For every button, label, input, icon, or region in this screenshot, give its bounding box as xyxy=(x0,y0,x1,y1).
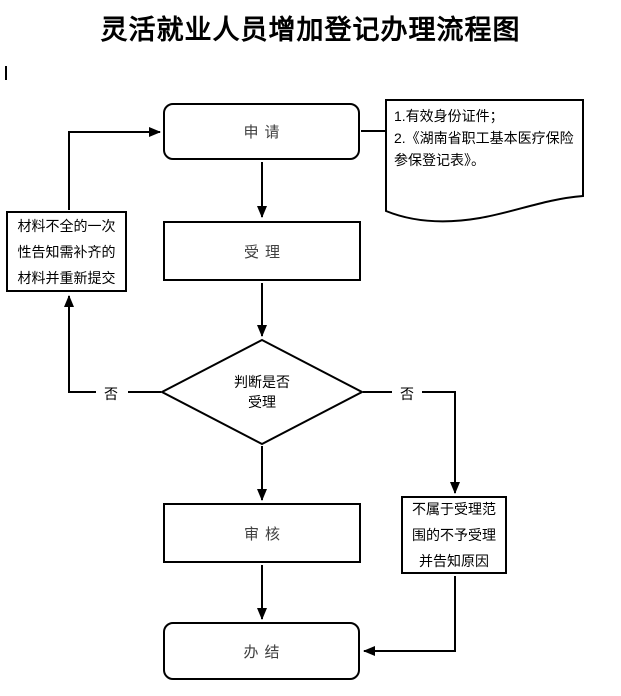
decision-line: 受理 xyxy=(248,394,276,410)
flow-node-accept: 受理 xyxy=(163,221,361,281)
documents-line: 1.有效身份证件； xyxy=(394,108,504,124)
documents-line: 参保登记表》。 xyxy=(394,152,485,168)
decision-line: 判断是否 xyxy=(234,374,290,390)
flow-node-apply: 申请 xyxy=(163,103,360,160)
documents-line: 2.《湖南省职工基本医疗保险 xyxy=(394,130,574,146)
reject-line: 围的不予受理 xyxy=(412,527,496,543)
edge-decision-no-left-b xyxy=(64,295,98,393)
reject-line: 不属于受理范 xyxy=(412,501,496,517)
review-label: 审核 xyxy=(243,525,286,543)
page-title: 灵活就业人员增加登记办理流程图 xyxy=(100,15,521,45)
documents-text: 1.有效身份证件； 2.《湖南省职工基本医疗保险 参保登记表》。 xyxy=(394,105,580,171)
diamond-shape-icon xyxy=(160,338,364,446)
accept-label: 受理 xyxy=(243,243,286,261)
apply-label: 申请 xyxy=(243,124,286,141)
decision-text: 判断是否 受理 xyxy=(160,372,364,412)
text-cursor-mark xyxy=(5,66,7,80)
flow-node-decision: 判断是否 受理 xyxy=(160,338,364,446)
flow-node-finish: 办结 xyxy=(163,622,360,680)
flow-node-incomplete-materials: 材料不全的一次 性告知需补齐的 材料并重新提交 xyxy=(6,211,127,292)
incomplete-line: 材料并重新提交 xyxy=(17,269,116,286)
reject-line: 并告知原因 xyxy=(419,553,489,569)
finish-label: 办结 xyxy=(243,643,286,661)
edge-decision-no-right-b xyxy=(420,391,460,494)
incomplete-line: 性告知需补齐的 xyxy=(17,243,116,260)
edge-reject-to-finish xyxy=(363,576,456,656)
flow-node-documents: 1.有效身份证件； 2.《湖南省职工基本医疗保险 参保登记表》。 xyxy=(385,99,584,224)
flow-node-review: 审核 xyxy=(163,503,361,563)
flow-node-reject: 不属于受理范 围的不予受理 并告知原因 xyxy=(401,496,507,574)
document-shape-icon xyxy=(385,99,584,223)
incomplete-line: 材料不全的一次 xyxy=(17,217,116,234)
edge-incomplete-to-apply xyxy=(68,127,161,210)
edge-label-no-right: 否 xyxy=(392,384,422,404)
edge-label-no-left: 否 xyxy=(96,384,126,404)
